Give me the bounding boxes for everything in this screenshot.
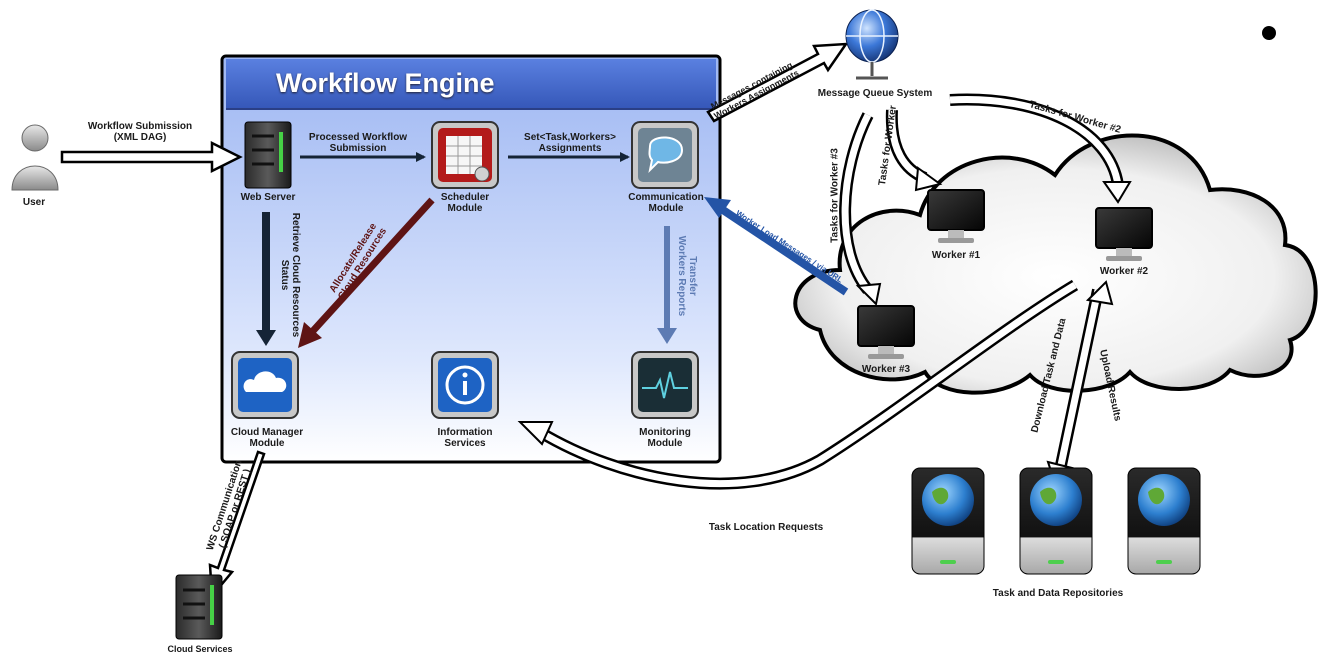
cloud-icon	[231, 351, 299, 419]
cloud-services-label: Cloud Services	[167, 644, 233, 654]
arrow-tasks-worker3	[839, 112, 882, 307]
info-icon	[431, 351, 499, 419]
scheduler-icon	[431, 121, 499, 189]
user-icon	[11, 124, 59, 191]
arrow-allocate-release	[298, 197, 435, 348]
cloud-services-server-icon	[175, 574, 223, 640]
user-label: User	[22, 197, 46, 208]
worker1-label: Worker #1	[931, 250, 981, 261]
arrow-messages-containing	[706, 42, 849, 123]
arrow-tasks-worker2	[949, 93, 1132, 204]
server-icon	[244, 121, 292, 189]
globe-network-icon	[845, 9, 899, 80]
arrow-transfer-reports	[657, 226, 677, 344]
arrow-task-location	[517, 279, 1079, 490]
worker2-monitor-icon	[1095, 207, 1153, 261]
arrow-tasks-worker1	[885, 109, 943, 192]
arrow-workflow-submission	[60, 140, 243, 174]
repository2-icon	[1019, 467, 1093, 575]
engine-title: Workflow Engine	[276, 68, 495, 98]
repositories-label: Task and Data Repositories	[992, 588, 1124, 599]
workflow-submission-label: Workflow Submission(XML DAG)	[87, 121, 193, 143]
worker3-label: Worker #3	[861, 364, 911, 375]
worker2-label: Worker #2	[1099, 266, 1149, 277]
web-server-label: Web Server	[240, 192, 296, 203]
repository3-icon	[1127, 467, 1201, 575]
arrow-worker-load	[704, 197, 849, 296]
set-task-label: Set<Task,Workers>Assignments	[524, 132, 616, 154]
worker-cloud	[793, 133, 1318, 395]
tasks-worker3-label: Tasks for Worker #3	[829, 148, 841, 243]
message-queue-label: Message Queue System	[817, 88, 933, 99]
heartbeat-monitor-icon	[631, 351, 699, 419]
arrow-retrieve-cloud	[256, 212, 276, 346]
repository1-icon	[911, 467, 985, 575]
bullet-point	[1262, 26, 1276, 40]
worker3-monitor-icon	[857, 305, 915, 359]
chat-bubble-icon	[631, 121, 699, 189]
task-location-label: Task Location Requests	[708, 522, 824, 533]
worker1-monitor-icon	[927, 189, 985, 243]
